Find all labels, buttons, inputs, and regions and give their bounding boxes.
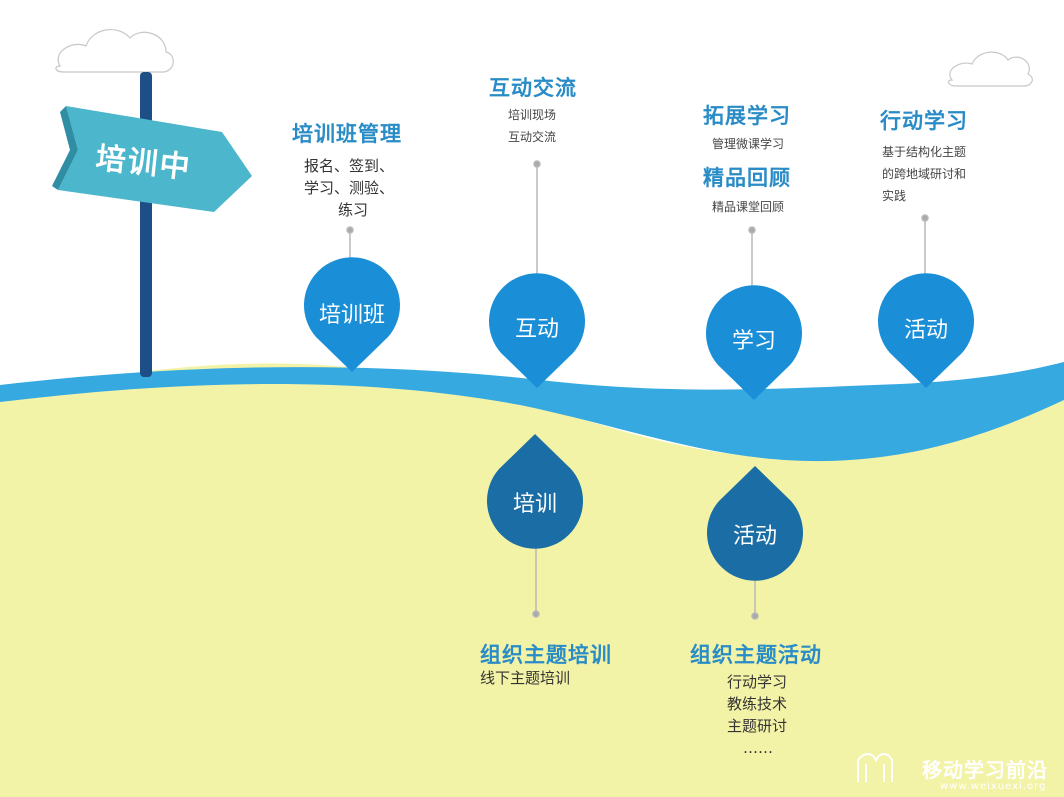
node-desc-line: ……: [743, 739, 773, 757]
node-title-review: 精品回顾: [703, 166, 791, 190]
node-title-action-learning: 行动学习: [880, 109, 968, 133]
signpost-pole: [140, 72, 152, 377]
node-desc-line: 报名、签到、: [304, 157, 395, 175]
node-title-training-management: 培训班管理: [292, 122, 402, 146]
node-desc-line: 主题研讨: [727, 717, 788, 735]
pin-training: [487, 434, 583, 549]
pin-label-training-class: 培训班: [318, 303, 385, 328]
node-desc-line: 学习、测验、: [304, 179, 395, 197]
leaders-bottom: [532, 546, 759, 620]
pin-interaction: [489, 273, 585, 388]
signpost-fold: [52, 106, 78, 190]
node-desc-line: 教练技术: [727, 695, 788, 713]
pin-label-activity-top: 活动: [903, 318, 948, 343]
node-desc-line: 管理微课学习: [712, 137, 785, 151]
node-title-interaction: 互动交流: [489, 76, 577, 100]
node-desc-line: 精品课堂回顾: [712, 200, 785, 214]
ground-area: [0, 363, 1064, 797]
pin-activity-bottom: [707, 466, 804, 581]
watermark-logo-icon: [857, 753, 893, 782]
node-title-topic-training: 组织主题培训: [480, 643, 612, 667]
node-title-extended-learning: 拓展学习: [703, 104, 791, 128]
pin-label-interaction: 互动: [514, 317, 559, 342]
node-desc-line: 练习: [338, 201, 369, 219]
node-desc-line: 互动交流: [508, 130, 557, 144]
leaders-top: [346, 160, 929, 288]
node-desc-line: 实践: [882, 189, 907, 203]
pin-activity-top: [878, 273, 975, 388]
pin-label-learning: 学习: [731, 329, 776, 354]
node-desc-line: 行动学习: [727, 673, 788, 691]
watermark-url: www.weixuexi.org: [940, 781, 1047, 792]
pin-label-training: 培训: [512, 492, 557, 517]
signpost-sign: [58, 106, 252, 212]
node-desc-line: 的跨地域研讨和: [882, 167, 967, 181]
watermark-text: 移动学习前沿: [922, 758, 1048, 782]
node-title-topic-activity: 组织主题活动: [690, 643, 822, 667]
pin-training-class: [304, 257, 401, 372]
node-desc-line: 线下主题培训: [480, 669, 571, 687]
cloud-left-icon: [55, 29, 174, 73]
pin-learning: [706, 285, 802, 400]
wave-band: [0, 362, 1064, 462]
pin-label-activity-bottom: 活动: [732, 524, 777, 549]
node-desc-line: 培训现场: [508, 108, 557, 122]
cloud-right-icon: [947, 51, 1033, 87]
node-desc-line: 基于结构化主题: [882, 145, 967, 159]
